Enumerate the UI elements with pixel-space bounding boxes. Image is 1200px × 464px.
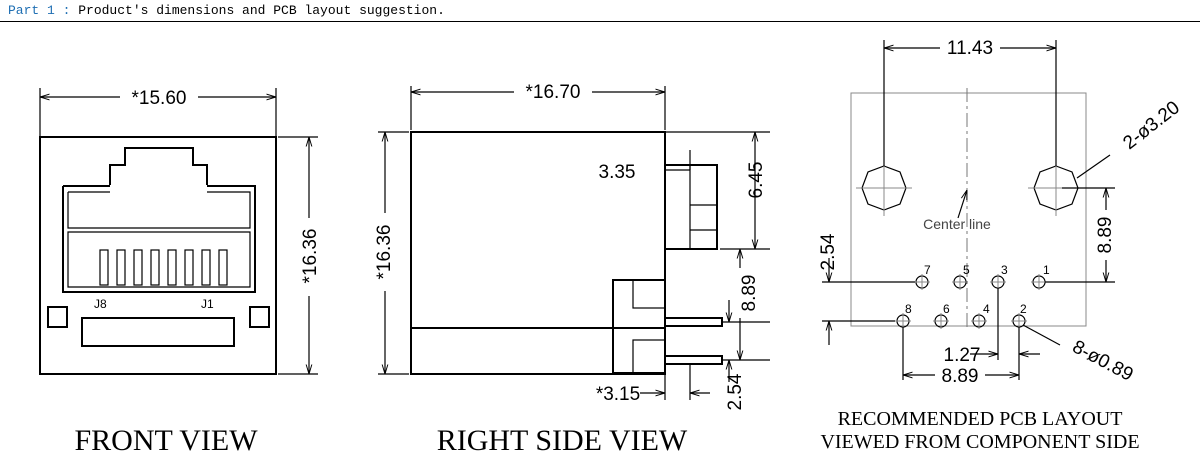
pin-label-3: 3 [1001, 263, 1008, 277]
pcb-dim-1143: 11.43 [947, 38, 993, 59]
front-led-left [47, 306, 68, 328]
front-view-body [39, 136, 277, 375]
section-title: Product's dimensions and PCB layout sugg… [78, 3, 445, 18]
pcb-dim-127: 1.27 [944, 345, 981, 366]
front-bottom-slot [81, 317, 235, 347]
side-view-pin-lower [665, 355, 723, 365]
pcb-dim-889-horizontal: 8.89 [942, 366, 979, 387]
pcb-outline [850, 92, 1087, 327]
side-view: *16.70 *16.36 3.35 6.45 8.89 2.54 *3.15 … [374, 80, 770, 457]
header-divider [0, 21, 1200, 22]
pin-label-2: 2 [1020, 302, 1027, 316]
front-view-jack-opening [62, 185, 256, 293]
front-view-latch [109, 147, 208, 185]
front-view-title: FRONT VIEW [74, 424, 258, 457]
side-view-lower-block [612, 279, 666, 374]
side-dim-889: 8.89 [739, 275, 760, 312]
part-label: Part 1 [8, 3, 55, 18]
front-label-j1: J1 [201, 297, 214, 311]
pin-label-7: 7 [924, 263, 931, 277]
front-label-j8: J8 [94, 297, 107, 311]
front-view-contacts [99, 249, 228, 286]
front-width-dim: *15.60 [132, 88, 187, 109]
pin-label-8: 8 [905, 302, 912, 316]
pin-label-1: 1 [1043, 263, 1050, 277]
front-view: J8 J1 *15.60 *16.36 FRONT VIEW [39, 86, 321, 457]
pcb-dim-889-vertical: 8.89 [1095, 217, 1116, 254]
pin-label-4: 4 [983, 302, 990, 316]
section-header: Part 1 : Product's dimensions and PCB la… [8, 3, 445, 18]
side-dim-645: 6.45 [746, 162, 767, 199]
front-led-right [249, 306, 270, 328]
side-dim-315: *3.15 [596, 384, 640, 405]
pcb-dim-254: 2.54 [818, 233, 839, 270]
side-length-dim: *16.70 [526, 82, 581, 103]
side-view-title: RIGHT SIDE VIEW [437, 424, 688, 457]
side-view-led-block [665, 164, 718, 250]
pcb-layout: 11.43 2-ø3.20 Center line 1 2 3 4 5 6 7 … [818, 37, 1184, 453]
pin-label-6: 6 [943, 302, 950, 316]
pcb-pins [895, 274, 1047, 329]
pcb-title-line2: VIEWED FROM COMPONENT SIDE [820, 431, 1139, 453]
pcb-title-line1: RECOMMENDED PCB LAYOUT [838, 408, 1123, 430]
pcb-center-line-label: Center line [923, 216, 991, 232]
side-height-dim: *16.36 [374, 225, 395, 280]
pcb-hole-callout: 2-ø3.20 [1119, 97, 1184, 154]
front-height-dim: *16.36 [300, 229, 321, 284]
pin-label-5: 5 [963, 263, 970, 277]
side-dim-335: 3.35 [599, 162, 636, 183]
part-separator: : [54, 3, 79, 18]
side-view-body [410, 131, 666, 375]
side-view-pin-upper [665, 317, 723, 327]
pcb-pin-callout: 8-ø0.89 [1069, 337, 1137, 386]
side-dim-254: 2.54 [725, 373, 746, 410]
